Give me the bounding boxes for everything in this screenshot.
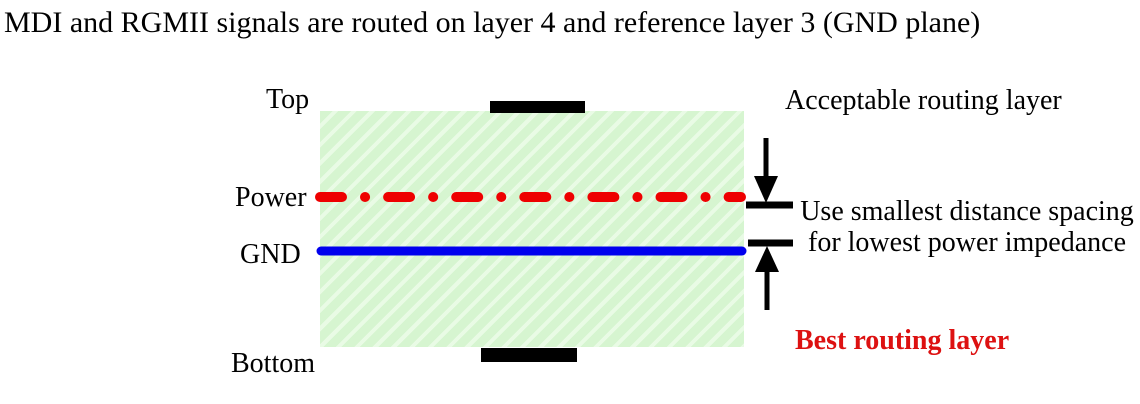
pcb-substrate: [320, 111, 744, 347]
spacing-note: Use smallest distance spacing for lowest…: [793, 196, 1140, 258]
acceptable-routing-layer-label: Acceptable routing layer: [785, 85, 1062, 116]
layer-label-gnd: GND: [240, 239, 301, 270]
layer-label-bottom: Bottom: [231, 348, 316, 379]
spacing-note-line2: for lowest power impedance: [808, 227, 1126, 258]
down-arrow-head-icon: [754, 176, 778, 203]
up-arrow-head-icon: [755, 246, 779, 272]
best-routing-layer-label: Best routing layer: [795, 325, 1010, 356]
layer-label-top: Top: [266, 84, 310, 115]
bottom-layer-trace: [481, 348, 577, 362]
top-layer-trace: [490, 101, 585, 113]
layer-label-power: Power: [235, 182, 307, 213]
spacing-note-line1: Use smallest distance spacing: [800, 196, 1134, 227]
diagram-title: MDI and RGMII signals are routed on laye…: [4, 6, 981, 39]
